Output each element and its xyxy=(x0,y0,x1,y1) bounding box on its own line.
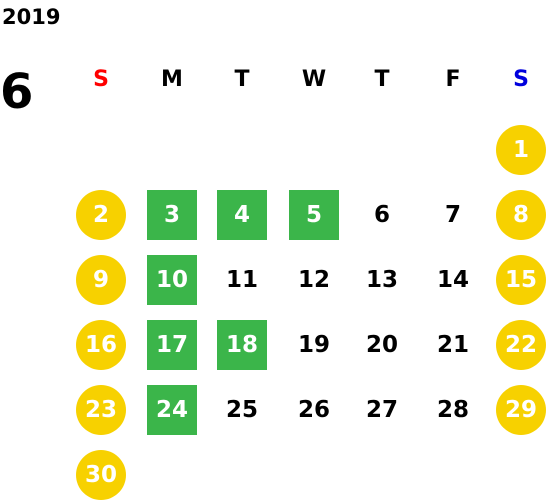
day-cell-5[interactable]: 5 xyxy=(289,190,339,240)
day-cell-13[interactable]: 13 xyxy=(365,267,398,293)
day-cell-30[interactable]: 30 xyxy=(76,450,126,500)
day-cell-28[interactable]: 28 xyxy=(436,397,469,423)
weekday-header-2: T xyxy=(234,67,250,92)
day-cell-16[interactable]: 16 xyxy=(76,320,126,370)
day-cell-25[interactable]: 25 xyxy=(225,397,258,423)
day-cell-18[interactable]: 18 xyxy=(217,320,267,370)
day-cell-24[interactable]: 24 xyxy=(147,385,197,435)
day-cell-9[interactable]: 9 xyxy=(76,255,126,305)
day-cell-11[interactable]: 11 xyxy=(225,267,258,293)
day-cell-15[interactable]: 15 xyxy=(496,255,546,305)
day-cell-17[interactable]: 17 xyxy=(147,320,197,370)
day-cell-22[interactable]: 22 xyxy=(496,320,546,370)
day-cell-8[interactable]: 8 xyxy=(496,190,546,240)
month-label: 6 xyxy=(0,64,34,120)
day-cell-10[interactable]: 10 xyxy=(147,255,197,305)
weekday-header-6: S xyxy=(513,67,529,92)
day-cell-20[interactable]: 20 xyxy=(365,332,398,358)
day-cell-14[interactable]: 14 xyxy=(436,267,469,293)
year-label: 2019 xyxy=(2,5,61,29)
day-cell-29[interactable]: 29 xyxy=(496,385,546,435)
day-cell-4[interactable]: 4 xyxy=(217,190,267,240)
day-cell-12[interactable]: 12 xyxy=(297,267,330,293)
weekday-header-0: S xyxy=(93,67,109,92)
weekday-header-3: W xyxy=(301,67,327,92)
weekday-header-5: F xyxy=(445,67,461,92)
day-cell-7[interactable]: 7 xyxy=(444,202,461,228)
day-cell-19[interactable]: 19 xyxy=(297,332,330,358)
day-cell-23[interactable]: 23 xyxy=(76,385,126,435)
day-cell-21[interactable]: 21 xyxy=(436,332,469,358)
day-cell-26[interactable]: 26 xyxy=(297,397,330,423)
day-cell-3[interactable]: 3 xyxy=(147,190,197,240)
day-cell-1[interactable]: 1 xyxy=(496,125,546,175)
weekday-header-1: M xyxy=(161,67,183,92)
day-cell-27[interactable]: 27 xyxy=(365,397,398,423)
weekday-header-4: T xyxy=(374,67,390,92)
day-cell-2[interactable]: 2 xyxy=(76,190,126,240)
day-cell-6[interactable]: 6 xyxy=(373,202,390,228)
